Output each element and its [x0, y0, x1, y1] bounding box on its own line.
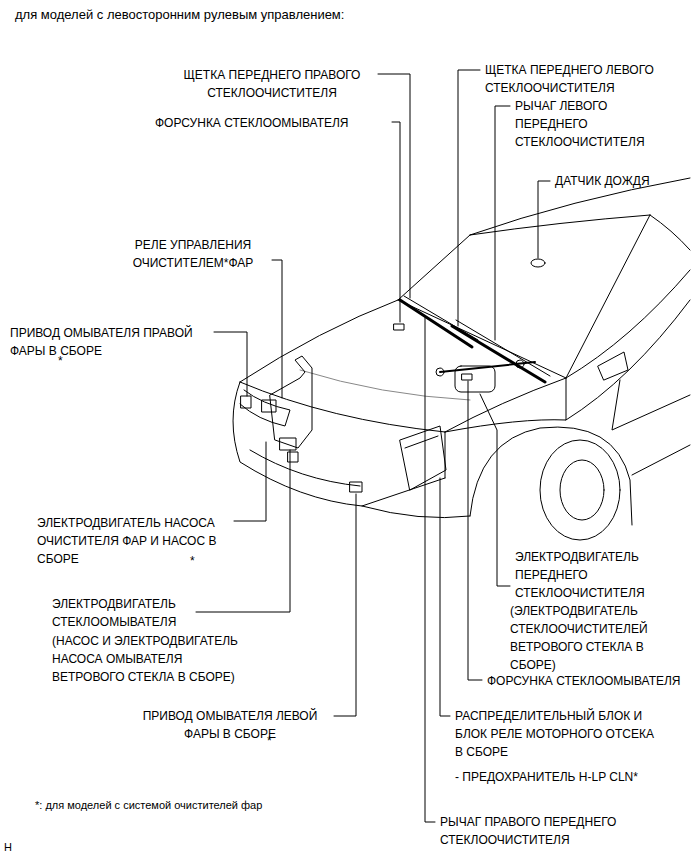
part-label: РАСПРЕДЕЛИТЕЛЬНЫЙ БЛОК И БЛОК РЕЛЕ МОТОР…: [455, 707, 660, 761]
part-label: ФОРСУНКА СТЕКЛООМЫВАТЕЛЯ: [487, 672, 681, 690]
footnote-marker: *: [58, 352, 63, 370]
part-label: ЭЛЕКТРОДВИГАТЕЛЬ СТЕКЛООМЫВАТЕЛЯ: [52, 595, 192, 631]
part-label: ЩЕТКА ПЕРЕДНЕГО ЛЕВОГО СТЕКЛООЧИСТИТЕЛЯ: [485, 61, 665, 97]
part-label: ЭЛЕКТРОДВИГАТЕЛЬ НАСОСА ОЧИСТИТЕЛЯ ФАР И…: [37, 514, 227, 568]
part-label: ПРИВОД ОМЫВАТЕЛЯ ПРАВОЙ ФАРЫ В СБОРЕ: [10, 324, 210, 360]
part-label: РЕЛЕ УПРАВЛЕНИЯ ОЧИСТИТЕЛЕМ*ФАР: [118, 236, 268, 272]
part-label: РЫЧАГ ЛЕВОГО ПЕРЕДНЕГО СТЕКЛООЧИСТИТЕЛЯ: [515, 97, 655, 151]
part-label: - ПРЕДОХРАНИТЕЛЬ H-LP CLN*: [455, 768, 638, 786]
part-label: (НАСОС И ЭЛЕКТРОДВИГАТЕЛЬ НАСОСА ОМЫВАТЕ…: [52, 632, 257, 686]
footnote-text: *: для моделей с системой очистителей фа…: [35, 796, 262, 814]
part-label: ЩЕТКА ПЕРЕДНЕГО ПРАВОГО СТЕКЛООЧИСТИТЕЛЯ: [172, 66, 372, 102]
title: для моделей с левосторонним рулевым упра…: [15, 6, 344, 24]
part-label: (ЭЛЕКТРОДВИГАТЕЛЬ СТЕКЛООЧИСТИТЕЛЕЙ ВЕТР…: [510, 602, 660, 674]
part-label: ДАТЧИК ДОЖДЯ: [555, 172, 650, 190]
part-label: ЭЛЕКТРОДВИГАТЕЛЬ ПЕРЕДНЕГО СТЕКЛООЧИСТИТ…: [515, 548, 650, 602]
part-label: РЫЧАГ ПРАВОГО ПЕРЕДНЕГО СТЕКЛООЧИСТИТЕЛЯ: [440, 813, 635, 849]
part-label: ФОРСУНКА СТЕКЛООМЫВАТЕЛЯ: [155, 114, 349, 132]
footnote-marker: *: [190, 552, 195, 570]
figure-code: H: [4, 838, 12, 855]
part-label: ПРИВОД ОМЫВАТЕЛЯ ЛЕВОЙ ФАРЫ В СБОРЕ: [130, 707, 330, 743]
footnote-marker: *: [267, 732, 272, 750]
